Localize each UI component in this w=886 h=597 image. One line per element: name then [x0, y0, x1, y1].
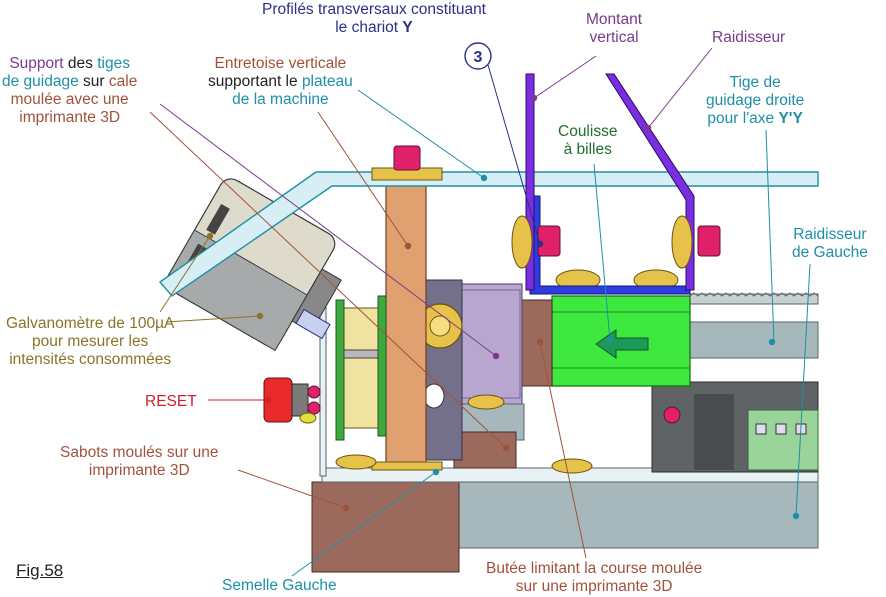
- yellow-washer: [299, 412, 317, 424]
- leader-support-1: [159, 103, 497, 357]
- leader-dots: [206, 94, 800, 520]
- right-guide-rod: [689, 321, 819, 359]
- leader-butee: [539, 341, 587, 559]
- leader-galvanometre-2: [159, 235, 211, 313]
- label-entretoise: Entretoise verticale supportant le plate…: [208, 55, 353, 108]
- callout-3-number: 3: [474, 49, 483, 66]
- dome-nut-3: [467, 394, 505, 410]
- leader-entretoise: [317, 111, 409, 247]
- pcb-left-1: [335, 299, 345, 441]
- leader-plateau: [357, 89, 485, 179]
- upright-washer: [511, 215, 533, 269]
- label-montant: Montant vertical: [586, 11, 643, 46]
- leader-coulisse: [593, 163, 611, 341]
- dome-nut-4: [551, 458, 593, 474]
- label-reset: RESET: [145, 393, 197, 410]
- right-pcb: [747, 409, 819, 471]
- figure-label: Fig.58: [16, 561, 64, 580]
- label-raidisseur-gauche: Raidisseur de Gauche: [792, 226, 868, 261]
- stiffener-washer: [671, 215, 693, 269]
- vertical-upright: [525, 73, 535, 291]
- leader-tige: [765, 129, 775, 343]
- leader-galvanometre: [165, 315, 261, 323]
- reset-body: [291, 383, 309, 417]
- pcb-pad-1: [755, 423, 767, 435]
- label-butee: Butée limitant la course moulée sur une …: [486, 560, 703, 595]
- left-stiffener-rail: [457, 481, 819, 549]
- belt-teeth: [689, 292, 819, 297]
- stiffener-bolt: [697, 225, 721, 257]
- dome-nut-5: [335, 454, 377, 470]
- leader-montant: [533, 55, 597, 99]
- vertical-spacer: [385, 177, 427, 469]
- pcb-left-2: [377, 295, 387, 437]
- leader-semelle: [291, 471, 437, 577]
- leader-support-2: [149, 111, 507, 449]
- reset-dot-1: [307, 385, 321, 399]
- spacer-bottom-nut: [371, 461, 443, 471]
- upright-bolt: [537, 225, 561, 257]
- galvanometer-shaft: [295, 308, 331, 340]
- label-raidisseur: Raidisseur: [712, 29, 786, 46]
- bearing-inner: [429, 315, 451, 337]
- label-semelle: Semelle Gauche: [222, 577, 337, 594]
- label-galvanometre: Galvanomètre de 100µA pour mesurer les i…: [6, 315, 175, 368]
- label-support: Support des tiges de guidage sur cale mo…: [2, 55, 138, 126]
- label-sabots: Sabots moulés sur une imprimante 3D: [60, 444, 219, 479]
- label-profiles: Profilés transversaux constituant le cha…: [262, 1, 486, 36]
- rear-block-magenta-dot: [663, 406, 681, 424]
- housing-hole: [423, 383, 445, 409]
- spacer-top-bolt: [393, 145, 421, 171]
- label-tige: Tige de guidage droite pour l'axe Y'Y: [706, 74, 805, 127]
- leader-sabots: [237, 469, 347, 509]
- guide-rod-support: [158, 171, 819, 297]
- pcb-pad-2: [775, 423, 787, 435]
- leader-raidisseur: [647, 47, 713, 129]
- central-block: [459, 283, 523, 405]
- leader-profiles: [485, 57, 541, 245]
- reset-dot-2: [307, 401, 321, 415]
- diagonal-stiffener: [605, 73, 695, 291]
- leader-raidisseur-gauche: [795, 263, 811, 517]
- label-coulisse: Coulisse à billes: [558, 123, 618, 158]
- callout-3-circle: [464, 42, 492, 70]
- molded-shoe: [311, 481, 460, 573]
- rear-block-inner: [694, 394, 734, 470]
